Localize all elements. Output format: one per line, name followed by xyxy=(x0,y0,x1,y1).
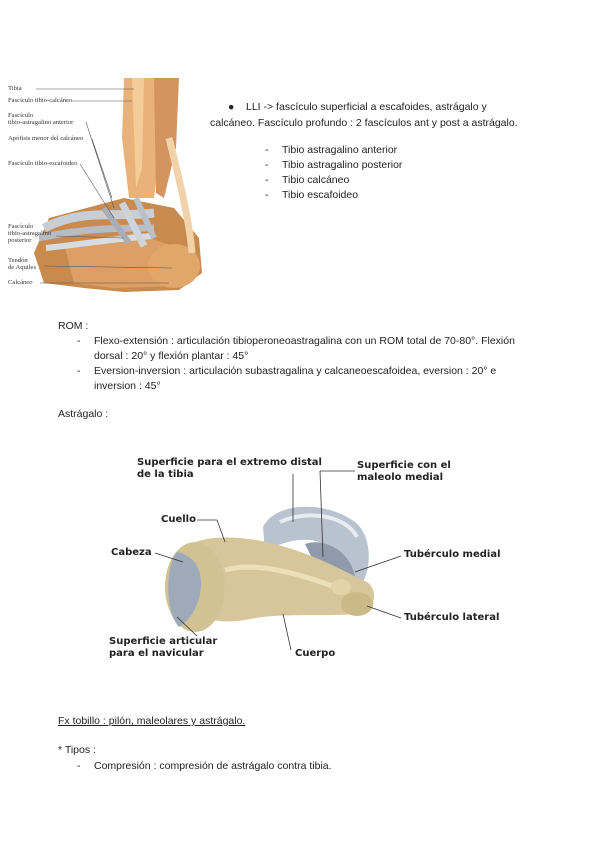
label-tibio-calcaneo: Fascículo tibio-calcáneo xyxy=(8,97,73,104)
label-sup-navicular-1: Superficie articular xyxy=(109,636,218,647)
label-posterior: posterior xyxy=(8,237,32,244)
label-sup-navicular-2: para el navicular xyxy=(109,648,204,659)
talus-figure: Superficie para el extremo distal de la … xyxy=(105,452,510,667)
list-dash: - xyxy=(77,365,81,377)
label-tibio-escafoideo: Fascículo tibio-escafoideo xyxy=(8,160,78,167)
lli-item-4: Tibio escafoideo xyxy=(282,189,359,201)
rom-item-2-line-2: inversion : 45° xyxy=(94,380,161,392)
lli-line-1: LLI -> fascículo superficial a escafoide… xyxy=(246,101,487,113)
label-sup-tibia-2: de la tibia xyxy=(137,469,194,480)
label-calcaneo: Calcáneo xyxy=(8,279,33,286)
rom-item-1-line-2: dorsal : 20° y flexión plantar : 45° xyxy=(94,350,249,362)
label-tibio-astragalino-anterior: tibio-astragalino anterior xyxy=(8,119,74,126)
label-cuerpo: Cuerpo xyxy=(295,648,336,659)
label-tub-medial: Tubérculo medial xyxy=(404,549,501,560)
rom-item-1-line-1: Flexo-extensión : articulación tibiopero… xyxy=(94,335,515,347)
label-sup-maleolo-1: Superficie con el xyxy=(357,460,451,471)
ankle-ligament-figure: Tibia Fascículo tibio-calcáneo Fascículo… xyxy=(4,78,204,300)
label-apofisis-menor: Apófisis menor del calcáneo xyxy=(8,135,84,142)
astragalo-heading: Astrágalo : xyxy=(58,408,109,420)
fx-tipos: * Tipos : xyxy=(58,744,96,756)
lli-line-2: calcáneo. Fascículo profundo : 2 fascícu… xyxy=(210,117,518,129)
lli-bullet: ● xyxy=(228,101,235,113)
list-dash: - xyxy=(265,159,269,171)
list-dash: - xyxy=(265,144,269,156)
list-dash: - xyxy=(265,189,269,201)
label-fasciculo-2: Fascículo xyxy=(8,223,34,230)
list-dash: - xyxy=(265,174,269,186)
lli-item-2: Tibio astragalino posterior xyxy=(282,159,403,171)
list-dash: - xyxy=(77,335,81,347)
fx-heading: Fx tobillo : pilón, maleolares y astrága… xyxy=(58,715,246,727)
talus-illustration xyxy=(154,470,402,651)
label-sup-maleolo-2: maleolo medial xyxy=(357,472,443,483)
label-tendon: Tendón xyxy=(8,257,28,264)
rom-heading: ROM : xyxy=(58,320,89,332)
label-tub-lateral: Tubérculo lateral xyxy=(404,612,500,623)
lli-item-3: Tibio calcáneo xyxy=(282,174,350,186)
ankle-illustration xyxy=(4,78,204,300)
fx-item-1: Compresión : compresión de astrágalo con… xyxy=(94,760,332,772)
lli-item-1: Tibio astragalino anterior xyxy=(282,144,398,156)
label-sup-tibia-1: Superficie para el extremo distal xyxy=(137,457,322,468)
label-cabeza: Cabeza xyxy=(111,547,152,558)
label-fasciculo-1: Fascículo xyxy=(8,112,34,119)
label-tibia: Tibia xyxy=(8,85,22,92)
label-tibio-astragalino: tibio-astragalino xyxy=(8,230,52,237)
rom-item-2-line-1: Eversion-inversion : articulación subast… xyxy=(94,365,497,377)
label-cuello: Cuello xyxy=(161,514,196,525)
label-de-aquiles: de Aquiles xyxy=(8,264,37,271)
list-dash: - xyxy=(77,760,81,772)
